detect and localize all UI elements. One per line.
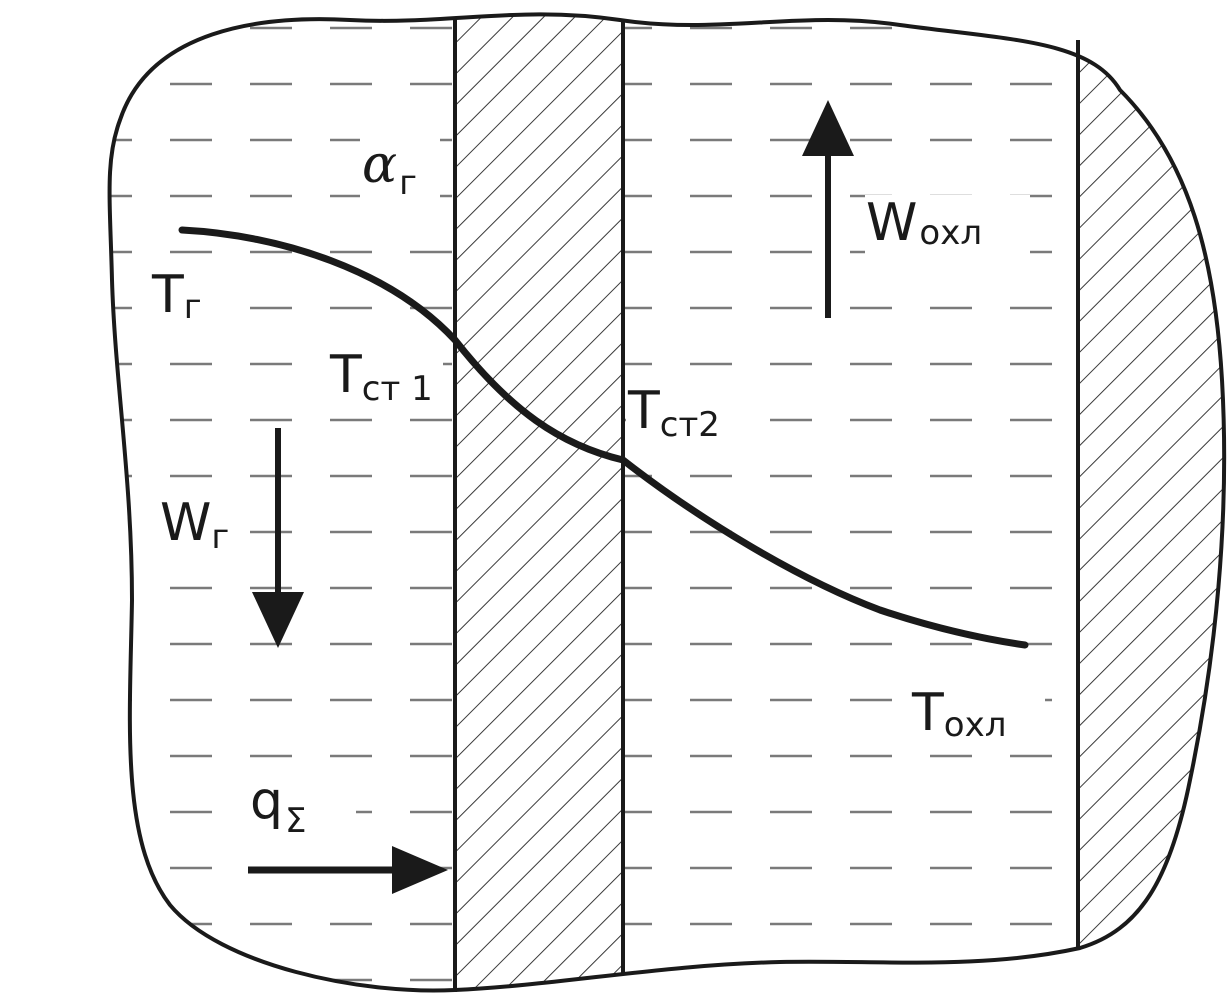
label-w-coolant: Wохл	[866, 193, 982, 253]
temperature-profile-curve	[178, 226, 1029, 649]
boundary-outline	[107, 12, 1227, 993]
label-alpha-gas: αг	[362, 135, 417, 203]
coolant-region	[623, 14, 1078, 991]
label-q-sum: qΣ	[250, 771, 307, 841]
arrow-down-icon	[252, 428, 304, 648]
arrow-up-icon	[802, 100, 854, 318]
label-t-wall-2: Tст2	[627, 381, 720, 445]
outer-wall-hatch	[1078, 14, 1225, 991]
label-t-wall-1: Tст 1	[329, 345, 433, 409]
label-w-gas: Wг	[160, 493, 229, 557]
label-t-gas: Tг	[151, 265, 202, 327]
wall-hatch	[455, 14, 623, 991]
label-t-coolant: Tохл	[911, 683, 1006, 745]
arrow-right-icon	[248, 846, 448, 894]
